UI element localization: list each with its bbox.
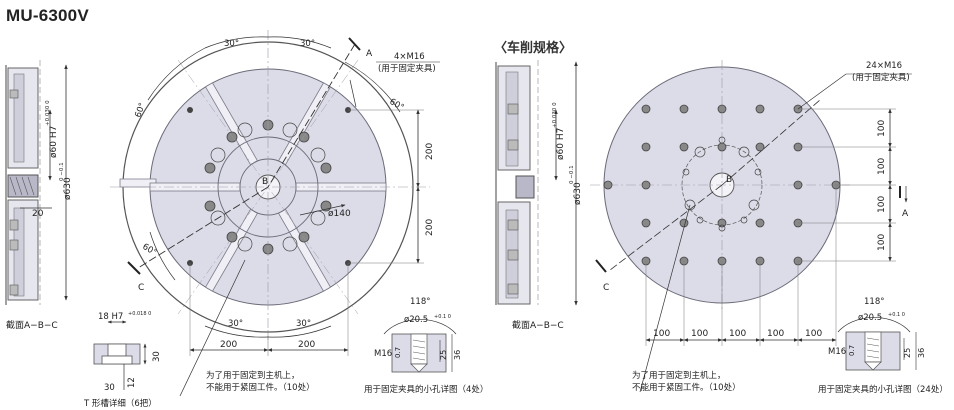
right-rotary-table: [590, 60, 908, 393]
left-section-b: B: [262, 177, 268, 187]
right-section-c: C: [603, 283, 609, 293]
tslot-dim-width: 18 H7: [98, 312, 123, 322]
left-bore-dim: ø60 H7: [49, 126, 59, 158]
right-hdim-2: 100: [691, 329, 708, 339]
right-section-b: B: [726, 175, 732, 185]
right-hdim-1: 100: [653, 329, 670, 339]
hole-right-25: 25: [903, 348, 912, 358]
hole-right-caption: 用于固定夹具的小孔详图（24处）: [818, 384, 948, 395]
left-section-c: C: [138, 283, 144, 293]
left-rotary-table: [110, 30, 430, 397]
hole-right-cbore-tol: +0.1 0: [888, 312, 905, 318]
left-dia-tol: 0 −0.1: [59, 162, 65, 181]
tslot-dim-12: 12: [127, 377, 137, 388]
right-section-view: [495, 60, 578, 306]
right-bore-dim: ø60 H7: [556, 128, 566, 160]
right-note-line2: 不能用于紧固工件。（10处）: [632, 382, 741, 393]
left-note-line2: 不能用于紧固工件。（10处）: [206, 382, 315, 393]
right-vdim-4: 100: [877, 234, 887, 251]
model-title: MU-6300V: [6, 6, 89, 25]
right-dia-dim: ø630: [573, 182, 583, 205]
right-vdim-3: 100: [877, 196, 887, 213]
right-hdim-3: 100: [729, 329, 746, 339]
right-section-caption: 截面A−B−C: [512, 319, 564, 331]
right-hole-callout: 24×M16: [866, 61, 902, 71]
hole-detail-right: [837, 317, 917, 371]
right-hole-callout-note: (用于固定夹具): [852, 72, 910, 83]
tslot-dim-30-right: 30: [152, 351, 162, 362]
hole-right-cbore: ø20.5: [858, 313, 882, 323]
hole-left-caption: 用于固定夹具的小孔详图（4处）: [364, 384, 488, 395]
tslot-caption: T 形槽详细（6把）: [83, 398, 157, 409]
hole-left-cbore-tol: +0.1 0: [434, 314, 451, 320]
hole-left-cbore: ø20.5: [404, 315, 428, 325]
hole-left-25: 25: [439, 350, 448, 360]
left-dim-20: 20: [32, 209, 44, 219]
left-section-a: A: [366, 49, 373, 59]
right-note-line1: 为了用于固定到主机上，: [632, 370, 726, 381]
hole-detail-left: [383, 319, 457, 373]
right-hdim-4: 100: [767, 329, 784, 339]
hole-left-thread: M16: [374, 349, 392, 359]
left-bore-tol: +0.030 0: [45, 100, 51, 126]
left-dia-dim: ø630: [63, 177, 73, 200]
right-vdim-1: 100: [877, 120, 887, 137]
hole-right-07: 0.7: [848, 345, 856, 356]
tslot-dim-width-tol: +0.018 0: [128, 311, 151, 317]
hole-left-angle: 118°: [410, 297, 430, 307]
left-dim-200-bottom: 200: [425, 219, 435, 236]
left-angle-1: 30°: [224, 39, 239, 49]
left-angle-2: 30°: [300, 39, 315, 49]
hole-left-07: 0.7: [394, 347, 402, 358]
right-vdim-2: 100: [877, 158, 887, 175]
left-section-caption: 截面A−B−C: [6, 319, 58, 331]
hole-right-36: 36: [917, 348, 926, 358]
left-note-line1: 为了用于固定到主机上，: [206, 370, 300, 381]
hole-right-thread: M16: [828, 347, 846, 357]
left-dia-140: ø140: [328, 209, 351, 219]
left-hole-callout-note: (用于固定夹具): [378, 63, 436, 74]
left-dim-200-br: 200: [298, 340, 315, 350]
tslot-dim-30-bottom: 30: [104, 383, 115, 393]
left-dim-200-top: 200: [425, 143, 435, 160]
left-angle-6: 30°: [228, 319, 243, 329]
right-section-a: A: [902, 209, 909, 219]
hole-right-angle: 118°: [864, 297, 884, 307]
left-angle-7: 30°: [296, 319, 311, 329]
tslot-detail: [93, 320, 147, 390]
left-angle-3: 60°: [133, 101, 148, 119]
right-bore-tol: +0.030 0: [552, 102, 558, 128]
turning-spec-heading: 〈车削规格〉: [494, 41, 573, 56]
right-dia-tol: 0 −0.1: [569, 165, 575, 184]
left-hole-callout: 4×M16: [394, 52, 425, 62]
left-section-view: [5, 60, 68, 305]
left-dim-200-bl: 200: [220, 340, 237, 350]
right-hdim-5: 100: [805, 329, 822, 339]
hole-left-36: 36: [453, 350, 462, 360]
